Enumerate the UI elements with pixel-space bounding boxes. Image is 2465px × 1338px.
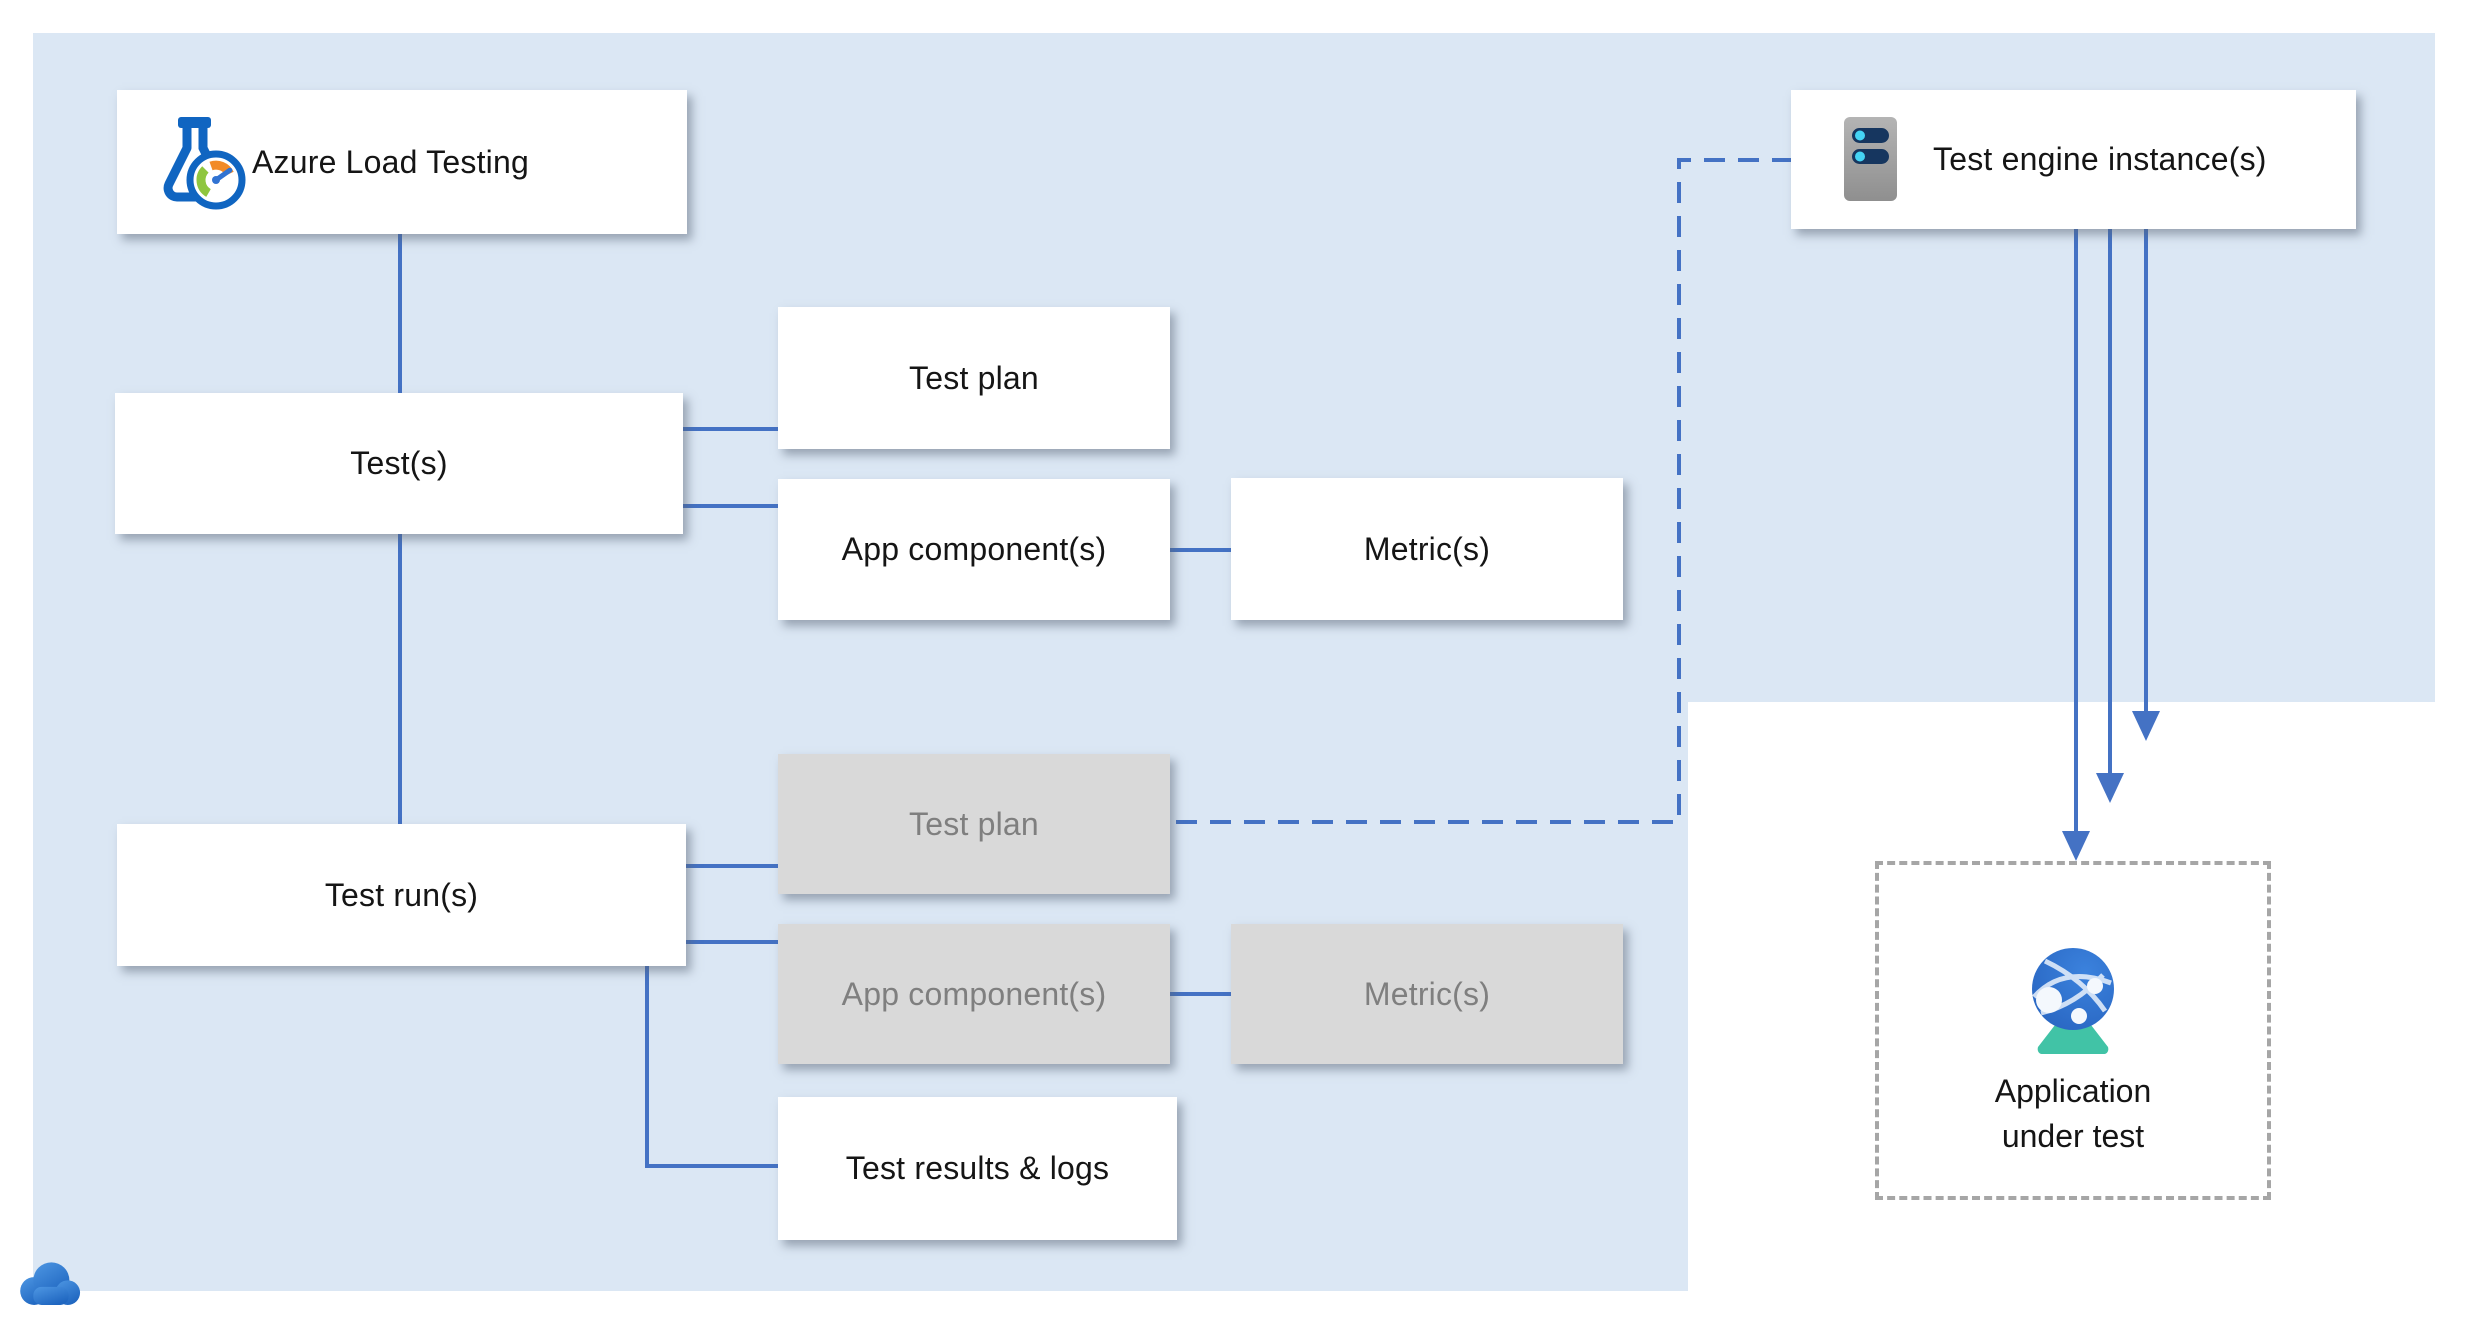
node-application-under-test: Application under test — [1875, 861, 2271, 1200]
node-label: App component(s) — [841, 531, 1107, 567]
node-test-runs: Test run(s) — [117, 824, 686, 966]
node-label: Test engine instance(s) — [1933, 141, 2267, 177]
node-test-engine-instances: Test engine instance(s) — [1791, 90, 2356, 229]
node-app-components: App component(s) — [778, 479, 1170, 620]
node-label: Test plan — [909, 805, 1039, 842]
node-label: Test run(s) — [324, 876, 479, 913]
node-metrics: Metric(s) — [1231, 478, 1623, 620]
app-under-test-line1: Application — [1994, 1073, 2152, 1109]
node-test-results-logs: Test results & logs — [778, 1097, 1177, 1240]
node-label: Test plan — [909, 359, 1039, 396]
node-azure-load-testing: Azure Load Testing — [117, 90, 687, 234]
node-test-run-metrics: Metric(s) — [1231, 924, 1623, 1064]
cloud-icon — [12, 1252, 94, 1312]
node-label: Application under test — [1995, 1069, 2152, 1159]
node-label: Test results & logs — [845, 1150, 1110, 1186]
node-test-plan: Test plan — [778, 307, 1170, 449]
node-label: App component(s) — [841, 975, 1107, 1012]
server-icon — [1844, 117, 1897, 201]
node-label: Azure Load Testing — [252, 143, 529, 180]
node-test-run-app-components: App component(s) — [778, 924, 1170, 1064]
node-label: Metric(s) — [1363, 975, 1491, 1012]
node-tests: Test(s) — [115, 393, 683, 534]
node-test-run-plan: Test plan — [778, 754, 1170, 894]
load-testing-flask-icon — [150, 112, 250, 212]
node-label: Test(s) — [350, 445, 448, 481]
globe-icon — [2011, 937, 2135, 1059]
node-label: Metric(s) — [1363, 530, 1491, 567]
app-under-test-line2: under test — [2001, 1118, 2145, 1154]
